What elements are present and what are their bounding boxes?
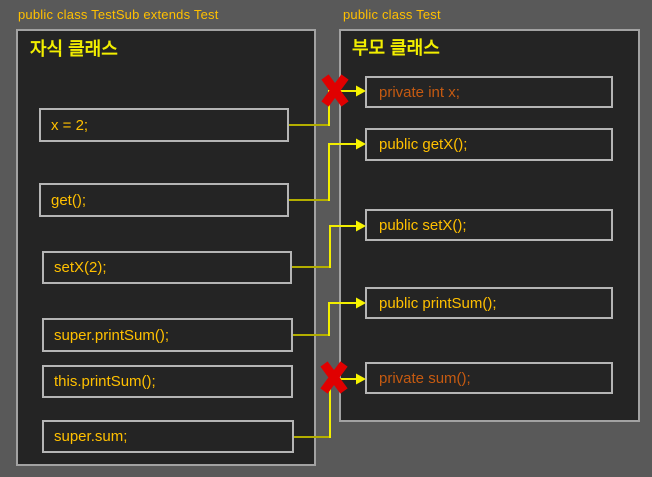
statement-this-printsum-call: this.printSum(); [42, 365, 293, 398]
statement-super-printsum-call: super.printSum(); [42, 318, 293, 352]
member-public-getx: public getX(); [365, 128, 613, 161]
parent-class-label: 부모 클래스 [352, 38, 440, 58]
child-class-label: 자식 클래스 [30, 39, 118, 59]
statement-get-call: get(); [39, 183, 289, 217]
member-private-int-x: private int x; [365, 76, 613, 108]
statement-super-sum-access: super.sum; [42, 420, 294, 453]
parent-class-title: public class Test [343, 7, 441, 22]
statement-setx-call: setX(2); [42, 251, 292, 284]
member-public-setx: public setX(); [365, 209, 613, 241]
child-class-box [16, 29, 316, 466]
child-class-title: public class TestSub extends Test [18, 7, 219, 22]
member-public-printsum: public printSum(); [365, 287, 613, 319]
statement-x-assignment: x = 2; [39, 108, 289, 142]
member-private-sum: private sum(); [365, 362, 613, 394]
